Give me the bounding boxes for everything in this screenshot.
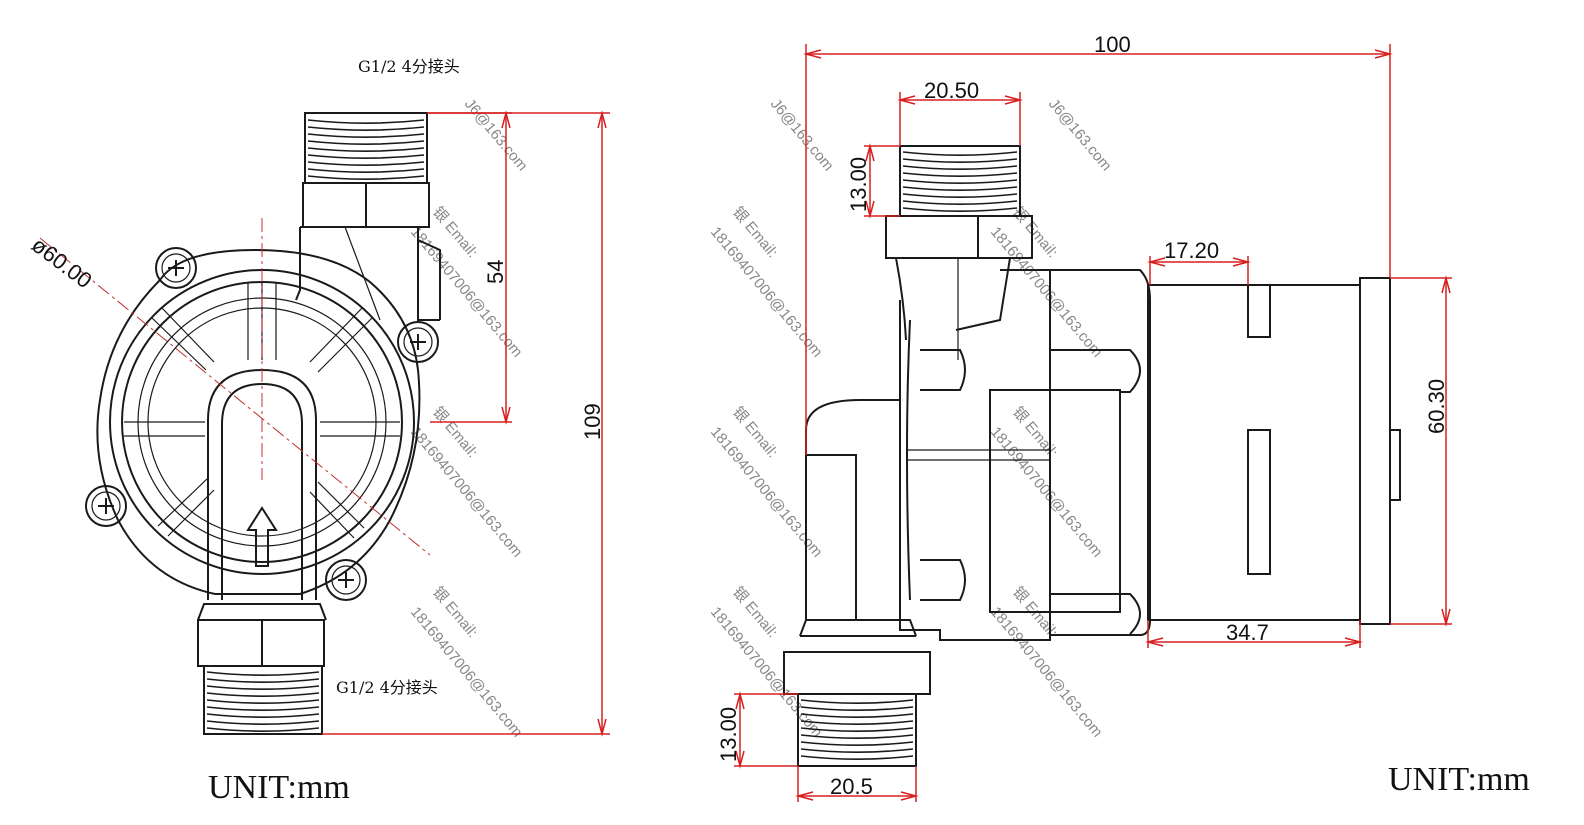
thread-ridge — [902, 172, 1018, 177]
thread-ridge — [800, 713, 914, 718]
pump-housing — [96, 248, 421, 600]
motor-can — [1147, 284, 1361, 621]
dim-20-50-label: 20.50 — [924, 78, 979, 103]
thread-ridge — [902, 179, 1018, 184]
thread-ridge — [206, 671, 320, 676]
thread-ridge — [206, 685, 320, 690]
thread-note-top: G1/2 4分接头 — [358, 57, 460, 76]
side-top-thread — [885, 145, 1033, 360]
thread-ridge — [206, 706, 320, 711]
thread-ridge — [307, 133, 425, 138]
thread-ridge — [902, 151, 1018, 156]
thread-ridge — [800, 727, 914, 732]
thread-ridge — [902, 193, 1018, 198]
screw-icon — [397, 321, 439, 363]
thread-ridge — [800, 720, 914, 725]
thread-ridge — [800, 741, 914, 746]
screw-icon — [85, 485, 127, 527]
dim-54-label: 54 — [483, 260, 508, 284]
thread-ridge — [307, 168, 425, 173]
thread-ridge — [206, 713, 320, 718]
thread-ridge — [902, 186, 1018, 191]
thread-ridge — [307, 175, 425, 180]
bottom-thread-inlet — [197, 603, 327, 735]
side-dimensions — [734, 44, 1452, 802]
unit-label-left: UNIT:mm — [208, 769, 350, 806]
thread-ridge — [800, 748, 914, 753]
dim-20-5-label: 20.5 — [830, 774, 873, 799]
watermark-email: J6@163.com — [1045, 96, 1115, 175]
thread-ridge — [206, 727, 320, 732]
top-thread-outlet — [295, 112, 441, 321]
diameter-leader — [39, 237, 431, 556]
thread-ridge — [307, 119, 425, 124]
watermark-email: J6@163.com — [767, 96, 837, 175]
thread-ridge — [206, 678, 320, 683]
thread-ridge — [307, 140, 425, 145]
thread-ridge — [800, 699, 914, 704]
thread-note-bottom: G1/2 4分接头 — [336, 678, 438, 697]
screw-icon — [325, 559, 367, 601]
side-top-hex-nut — [885, 215, 1033, 259]
thread-ridge — [800, 755, 914, 760]
dim-13-bottom-label: 13.00 — [716, 707, 741, 762]
thread-ridge — [206, 699, 320, 704]
thread-ridge — [902, 200, 1018, 205]
dim-109-label: 109 — [580, 403, 605, 440]
thread-ridge — [206, 692, 320, 697]
thread-ridge — [902, 207, 1018, 212]
screw-icon — [155, 247, 197, 289]
side-bottom-thread — [783, 619, 931, 767]
front-view: ø60.00 54 109 G1/2 4分接头 G1/2 4分接头 UNIT:m… — [27, 57, 610, 806]
thread-ridge — [307, 126, 425, 131]
thread-ridge — [902, 165, 1018, 170]
thread-ridge — [307, 161, 425, 166]
side-bottom-hex-nut — [783, 651, 931, 695]
thread-ridge — [206, 720, 320, 725]
thread-ridge — [307, 147, 425, 152]
dim-13-top-label: 13.00 — [846, 157, 871, 212]
watermark-email: J6@163.com — [461, 96, 531, 175]
front-dimensions — [322, 110, 610, 737]
dim-17-20-label: 17.20 — [1164, 238, 1219, 263]
thread-ridge — [800, 734, 914, 739]
thread-ridge — [307, 154, 425, 159]
mount-flange — [989, 389, 1121, 613]
side-body — [805, 269, 1401, 641]
watermarks: J6@163.com J6@163.com J6@163.com 银 Email… — [407, 96, 1115, 741]
flow-arrow-icon — [246, 506, 278, 567]
thread-ridge — [902, 158, 1018, 163]
side-view: 100 20.50 13.00 17.20 60.30 34.7 13.00 2… — [716, 32, 1530, 802]
diameter-label: ø60.00 — [27, 232, 97, 293]
thread-ridge — [800, 706, 914, 711]
dim-60-30-label: 60.30 — [1424, 379, 1449, 434]
unit-label-right: UNIT:mm — [1388, 761, 1530, 798]
dim-100-label: 100 — [1094, 32, 1131, 57]
dim-34-7-label: 34.7 — [1226, 620, 1269, 645]
end-cap — [1359, 277, 1391, 625]
screws — [85, 247, 439, 601]
